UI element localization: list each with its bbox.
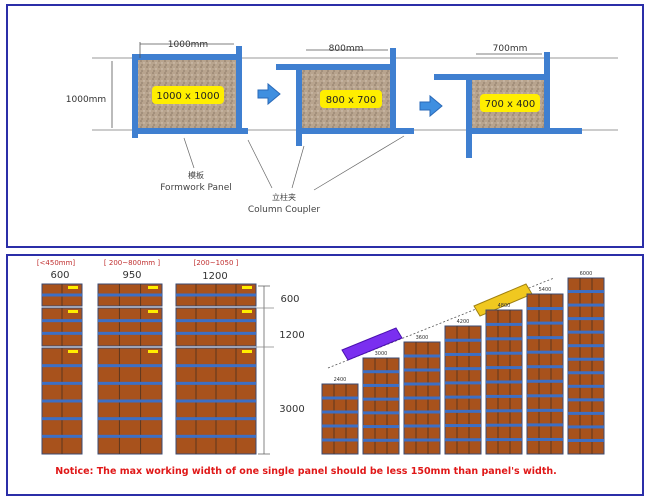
height-label-3000: 3000 <box>279 404 304 415</box>
panel-3000 <box>97 347 163 455</box>
panel-width-label: 1200 <box>202 271 227 282</box>
panel-3000 <box>41 347 83 455</box>
height-label-1200: 1200 <box>279 330 304 341</box>
panel-tag <box>148 286 158 289</box>
panel-width-label: 950 <box>122 270 141 281</box>
panel-stacks: 2400 3000 3600 4200 4800 5400 6000 <box>321 271 605 455</box>
panel-tag <box>242 310 252 313</box>
panel-tag <box>68 310 78 313</box>
stage-1-height-label: 1000mm <box>66 95 106 105</box>
panel-tag <box>68 350 78 353</box>
formwork-panel-cn-label: 模板 <box>188 170 204 180</box>
stack-5400 <box>526 293 564 455</box>
panel-width-label: 600 <box>50 270 69 281</box>
panel-tag <box>148 350 158 353</box>
panel-1200 <box>175 307 257 347</box>
stage-2-width-label: 800mm <box>329 44 364 54</box>
stack-2400 <box>321 383 359 455</box>
panel-tag <box>242 350 252 353</box>
stack-3000 <box>362 357 400 455</box>
column-adjust-svg: 1000mm 1000mm 1000 x 1000 800mm 800 x 70… <box>66 40 618 215</box>
stack-height-label: 4800 <box>498 303 511 309</box>
stack-height-label: 3600 <box>416 335 429 341</box>
stack-6000 <box>567 277 605 455</box>
column-adjust-diagram: 1000mm 1000mm 1000 x 1000 800mm 800 x 70… <box>6 4 644 248</box>
panel-tag <box>242 286 252 289</box>
panel-columns <box>41 283 257 455</box>
stack-3600 <box>403 341 441 455</box>
panel-3000 <box>175 347 257 455</box>
stage-2-column <box>276 48 414 146</box>
stage-1-width-label: 1000mm <box>168 40 208 50</box>
stack-height-label: 4200 <box>457 319 470 325</box>
height-label-600: 600 <box>280 294 299 305</box>
stage-1-column <box>111 42 248 138</box>
stack-4200 <box>444 325 482 455</box>
stack-height-label: 6000 <box>580 271 593 277</box>
panel-range-label: [200~1050 ] <box>194 259 239 267</box>
stage-3-width-label: 700mm <box>493 44 528 54</box>
panel-1200 <box>41 307 83 347</box>
arrow-right-icon <box>419 94 443 118</box>
column-coupler-cn-label: 立柱夹 <box>272 192 296 202</box>
panel-600 <box>175 283 257 307</box>
arrow-right-icon <box>257 82 281 106</box>
stage-1-size-label: 1000 x 1000 <box>156 91 219 102</box>
panel-range-label: [ 200~800mm ] <box>104 259 160 267</box>
stage-3-size-label: 700 x 400 <box>485 99 535 110</box>
stack-height-label: 2400 <box>334 377 347 383</box>
panel-range-label: [<450mm] <box>37 259 76 267</box>
stack-height-label: 5400 <box>539 287 552 293</box>
stack-height-label: 3000 <box>375 351 388 357</box>
column-coupler-label: Column Coupler <box>248 205 321 215</box>
stack-4800 <box>485 309 523 455</box>
panel-size-svg: [<450mm] [ 200~800mm ] [200~1050 ] 600 9… <box>37 259 605 477</box>
formwork-panel-label: Formwork Panel <box>160 183 232 193</box>
panel-1200 <box>97 307 163 347</box>
stage-2-size-label: 800 x 700 <box>326 95 376 106</box>
stage-3-column <box>434 52 582 158</box>
panel-600 <box>97 283 163 307</box>
notice-text: Notice: The max working width of one sin… <box>55 466 557 477</box>
panel-tag <box>148 310 158 313</box>
panel-600 <box>41 283 83 307</box>
panel-size-diagram: [<450mm] [ 200~800mm ] [200~1050 ] 600 9… <box>6 254 644 496</box>
purple-coupler-icon <box>341 327 403 361</box>
panel-tag <box>68 286 78 289</box>
